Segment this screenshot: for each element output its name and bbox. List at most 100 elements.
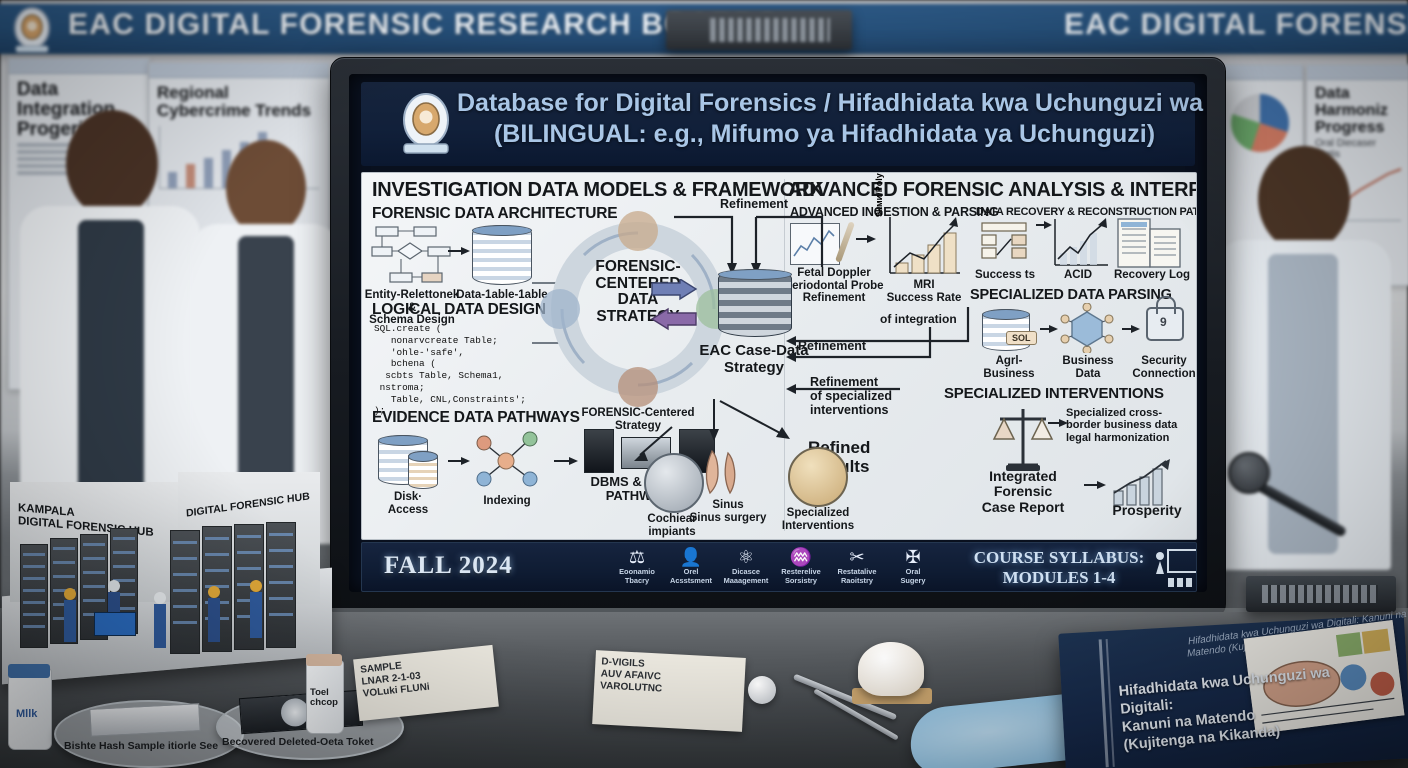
cochlear-icon	[644, 453, 704, 513]
sql-badge: SOL	[1006, 331, 1037, 345]
monitor: Database for Digital Forensics / Hifadhi…	[330, 57, 1226, 618]
caption-success-ts: Success ts	[974, 269, 1036, 281]
term-label: FALL 2024	[384, 552, 513, 579]
network-hex-icon	[1060, 303, 1114, 353]
slide-title-line1: Database for Digital Forensics / Hifadhi…	[457, 89, 1207, 117]
scales-icon	[992, 409, 1054, 471]
poster-header-strip	[149, 63, 329, 78]
torso-icon: 👤	[679, 547, 703, 567]
eac-seal-icon	[403, 93, 449, 154]
arrow-icon	[1084, 481, 1106, 489]
section-title-evidence-pathways: EVIDENCE DATA PATHWAYS	[372, 409, 580, 426]
lock-badge: 9	[1160, 315, 1167, 329]
caption-data-table: Data-1able-1able	[456, 289, 548, 301]
tool-icon: ✂	[849, 547, 865, 567]
section-title-logical-design: LOGICAL DATA DESIGN	[372, 301, 546, 318]
arrow-icon	[1122, 325, 1140, 333]
database-stack-icon	[471, 224, 533, 285]
book-spine-title: Hifadhidata kwa Uchunguzi wa Digitali:Ka…	[1117, 664, 1331, 754]
label-refinement-top: Refinement	[720, 197, 789, 211]
people-circle-icon	[540, 211, 736, 407]
trend-chart-icon	[1054, 218, 1108, 266]
section-title-forensic-architecture: FORENSIC DATA ARCHITECTURE	[372, 205, 618, 222]
branch-arrows-icon	[709, 399, 790, 441]
arrow-icon	[1036, 221, 1052, 229]
sql-code-block: SQL.create ( nonarvcreate Table; 'ohle-'…	[374, 323, 526, 417]
flow-arrows-return	[786, 307, 970, 394]
section-title-specialized-parsing: SPECIALIZED DATA PARSING	[970, 287, 1172, 303]
tooth-model	[858, 642, 924, 696]
poster-band-left-text: EAC DIGITAL FORENSIC RESEARCH BOARDS	[68, 8, 779, 41]
diorama-figure	[250, 580, 262, 638]
caption-of-integration: of integration	[880, 312, 957, 326]
slide-title-line2: (BILINGUAL: e.g., Mifumo ya Hifadhidata …	[493, 120, 1156, 149]
sample-card	[89, 703, 201, 737]
eac-seal-icon	[14, 7, 50, 53]
caption-agri-business: Agrl-Business	[983, 355, 1035, 380]
server-rack	[266, 522, 296, 648]
reference-book: Hifadhidata kwa Uchunguzi wa Digitali: K…	[1058, 609, 1408, 768]
arrow-icon	[448, 457, 470, 465]
presenter-board-icon	[1156, 549, 1196, 587]
microphone-head-icon	[1228, 452, 1270, 494]
label-refinement-bottom: Refinement	[798, 339, 867, 353]
caption-recovery-log: Recovery Log	[1113, 269, 1191, 281]
mirror-ball-icon	[748, 676, 776, 704]
diorama-monitor	[94, 612, 136, 636]
arrow-icon	[1040, 325, 1058, 333]
syllabus-label: COURSE SYLLABUS:MODULES 1-4	[973, 548, 1145, 587]
disk-cylinder-secondary-icon	[407, 450, 439, 489]
flow-arrows-top	[674, 215, 824, 275]
right-column: ADVANCED FORENSIC ANALYSIS & INTERPRETAT…	[784, 173, 1196, 539]
left-column: INVESTIGATION DATA MODELS & FRAMEWORK FO…	[362, 173, 824, 539]
arrow-icon	[856, 235, 876, 243]
tool-jar-cap	[306, 654, 342, 666]
diorama-figure	[64, 588, 76, 642]
right-column-heading: ADVANCED FORENSIC ANALYSIS & INTERPRETAT…	[788, 179, 1196, 201]
slide-title: Database for Digital Forensics / Hifadhi…	[457, 88, 1207, 151]
database-hub-icon	[717, 268, 793, 337]
microbe-icon: ⚛	[737, 547, 755, 567]
lock-icon: 9	[1146, 296, 1184, 341]
section-title-data-recovery: DATA RECOVERY & RECONSTRUCTION PATHWAYS	[976, 206, 1196, 218]
poster-header-strip	[9, 59, 149, 74]
flow-blocks-icon	[981, 222, 1027, 259]
column-divider	[784, 179, 785, 531]
desk-edge	[0, 608, 1408, 615]
poster-title: Data Harmoniz Progress	[1315, 85, 1388, 136]
poster-bullet	[17, 163, 105, 168]
caption-prosperity: Prosperity	[1112, 502, 1182, 518]
arrow-icon	[1048, 419, 1068, 427]
poster-header-strip	[1217, 65, 1303, 80]
caption-disk-access: Disk·Access	[387, 491, 429, 516]
scales-icon: ⚖	[628, 547, 646, 567]
poster-pie-chart	[1231, 94, 1289, 152]
handshake-icon	[788, 447, 848, 507]
tool-jar	[306, 660, 344, 734]
